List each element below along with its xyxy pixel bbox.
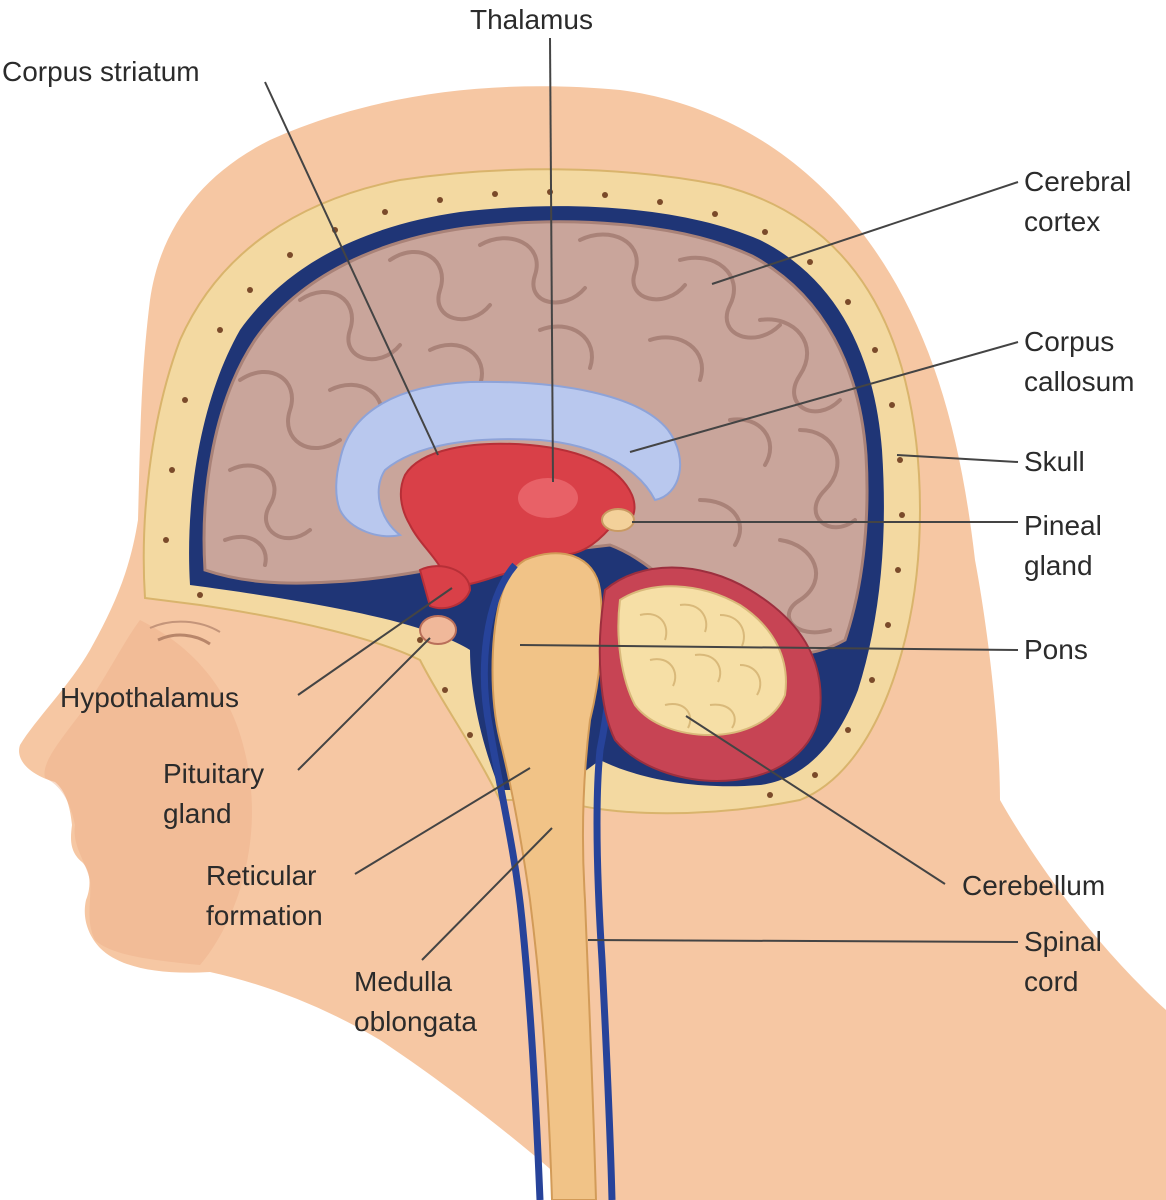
- label-pons: Pons: [1024, 634, 1088, 665]
- eye-icon: [157, 633, 211, 646]
- leader-corpus-striatum: [264, 81, 439, 456]
- leader-thalamus: [549, 37, 554, 483]
- leader-hypothalamus: [297, 587, 453, 696]
- leader-pituitary-gland: [297, 637, 431, 771]
- eyelash-icon: [149, 620, 221, 633]
- label-medulla-oblongata: Medulla oblongata: [354, 966, 478, 1037]
- label-pituitary-gland: Pituitary gland: [163, 758, 265, 829]
- leader-reticular-formation: [354, 767, 531, 875]
- brainstem-outline: [480, 562, 544, 1200]
- label-skull: Skull: [1024, 446, 1085, 477]
- cerebellum-folia: [639, 603, 762, 729]
- label-spinal-cord: Spinal cord: [1024, 926, 1102, 997]
- hypothalamus-shape: [418, 565, 472, 610]
- pituitary-gland-shape: [419, 615, 457, 645]
- label-hypothalamus: Hypothalamus: [60, 682, 239, 713]
- leader-cerebral-cortex: [711, 181, 1019, 285]
- label-reticular-formation: Reticular formation: [206, 860, 323, 931]
- leader-corpus-callosum: [629, 341, 1019, 453]
- label-corpus-striatum: Corpus striatum: [2, 56, 200, 87]
- face-shade: [44, 620, 252, 965]
- label-corpus-callosum: Corpus callosum: [1024, 326, 1135, 397]
- leader-medulla-oblongata: [421, 827, 553, 961]
- label-cerebellum: Cerebellum: [962, 870, 1106, 901]
- leader-pons: [519, 644, 1019, 651]
- cerebral-cortex-folds: [223, 232, 857, 635]
- cerebellum-white-matter: [617, 585, 787, 737]
- label-pineal-gland: Pineal gland: [1024, 510, 1102, 581]
- diencephalon-shape: [399, 442, 636, 586]
- leader-skull: [896, 454, 1019, 463]
- pineal-gland-shape: [601, 508, 635, 532]
- leader-lines: [264, 37, 1019, 961]
- label-cerebral-cortex: Cerebral cortex: [1024, 166, 1132, 237]
- label-thalamus: Thalamus: [470, 4, 593, 35]
- leader-cerebellum: [685, 715, 946, 885]
- leader-spinal-cord: [587, 939, 1019, 943]
- thalamus-shape: [518, 478, 578, 518]
